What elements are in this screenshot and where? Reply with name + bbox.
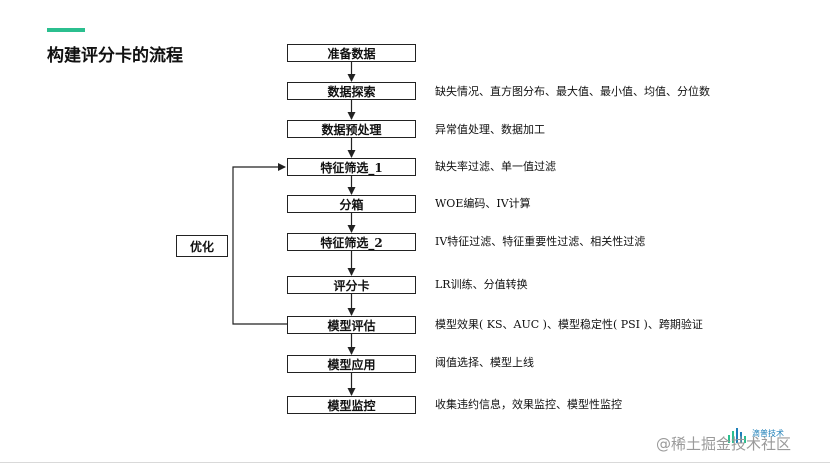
flow-step-prepare-data: 准备数据 (287, 44, 416, 62)
flow-step-preprocessing: 数据预处理 (287, 120, 416, 138)
feedback-loop-line (232, 163, 287, 325)
step-note-binning: WOE编码、IV计算 (435, 197, 531, 210)
flow-step-model-application: 模型应用 (287, 355, 416, 373)
flow-step-feature-selection-2: 特征筛选_2 (287, 233, 416, 251)
flow-step-data-exploration: 数据探索 (287, 82, 416, 100)
step-note-feature-selection-2: IV特征过滤、特征重要性过滤、相关性过滤 (435, 235, 646, 248)
step-note-scorecard: LR训练、分值转换 (435, 278, 528, 291)
flow-step-feature-selection-1: 特征筛选_1 (287, 158, 416, 176)
step-note-feature-selection-1: 缺失率过滤、单一值过滤 (435, 160, 556, 173)
company-logo-icon (728, 428, 746, 443)
step-label: 分箱 (339, 197, 364, 212)
page-title: 构建评分卡的流程 (47, 46, 183, 66)
step-label: 特征筛选_1 (320, 160, 383, 175)
step-note-preprocessing: 异常值处理、数据加工 (435, 123, 545, 136)
optimize-label: 优化 (189, 239, 214, 254)
step-label: 模型评估 (327, 318, 376, 333)
step-note-data-exploration: 缺失情况、直方图分布、最大值、最小值、均值、分位数 (435, 85, 710, 98)
step-note-model-monitoring: 收集违约信息，效果监控、模型性监控 (435, 398, 622, 411)
optimize-box: 优化 (176, 235, 228, 257)
flow-step-model-monitoring: 模型监控 (287, 396, 416, 414)
flow-step-scorecard: 评分卡 (287, 276, 416, 294)
step-note-model-application: 阈值选择、模型上线 (435, 356, 534, 369)
step-label: 数据预处理 (321, 122, 382, 137)
title-accent-bar (47, 28, 85, 32)
flow-step-model-evaluation: 模型评估 (287, 316, 416, 334)
step-label: 数据探索 (327, 84, 376, 99)
flow-step-binning: 分箱 (287, 195, 416, 213)
step-label: 模型应用 (327, 357, 376, 372)
step-label: 准备数据 (327, 46, 376, 61)
step-note-model-evaluation: 模型效果( KS、AUC )、模型稳定性( PSI )、跨期验证 (435, 318, 703, 331)
step-label: 特征筛选_2 (320, 235, 383, 250)
step-label: 模型监控 (327, 398, 376, 413)
footer-divider (0, 462, 830, 463)
company-logo-text: 滴普技术 (752, 429, 784, 438)
step-label: 评分卡 (333, 278, 370, 293)
watermark: @稀土掘金技术社区 (656, 435, 792, 453)
